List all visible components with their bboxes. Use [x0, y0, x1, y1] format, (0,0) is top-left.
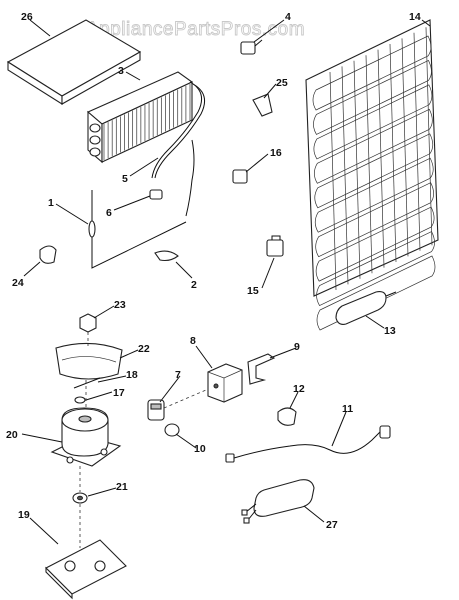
callout-24: 24 [12, 277, 24, 289]
part-27-capacitor [241, 479, 315, 524]
callout-13: 13 [384, 325, 396, 337]
part-6-fitting [149, 189, 163, 200]
part-13-drier [335, 291, 397, 325]
part-20-compressor [50, 407, 122, 467]
part-8-relay [207, 363, 243, 403]
part-12-clip [277, 407, 297, 426]
part-25-bracket [252, 93, 273, 117]
callout-1: 1 [48, 197, 54, 209]
part-10-cap [164, 423, 180, 437]
callout-2: 2 [191, 279, 197, 291]
part-18-clip [73, 377, 101, 389]
callout-9: 9 [294, 341, 300, 353]
callout-5: 5 [122, 173, 128, 185]
part-15-bracket [266, 235, 284, 257]
callout-25: 25 [276, 77, 288, 89]
callout-21: 21 [116, 481, 128, 493]
part-2-clamp [154, 250, 179, 262]
callout-8: 8 [190, 335, 196, 347]
part-1-drier [88, 190, 187, 269]
callout-6: 6 [106, 207, 112, 219]
part-17-washer [74, 396, 86, 404]
callout-14: 14 [409, 11, 421, 23]
callout-27: 27 [326, 519, 338, 531]
callout-12: 12 [293, 383, 305, 395]
callout-4: 4 [285, 11, 291, 23]
callout-16: 16 [270, 147, 282, 159]
callout-labels: 26 3 4 14 25 16 5 6 1 2 24 15 13 23 22 1… [6, 11, 421, 531]
part-5-tubing [151, 81, 206, 217]
callout-23: 23 [114, 299, 126, 311]
callout-15: 15 [247, 285, 259, 297]
part-4-clip [240, 39, 263, 55]
callout-22: 22 [138, 343, 150, 355]
part-24-grommet [39, 245, 57, 264]
leader-lines [21, 19, 431, 545]
part-19-base [45, 539, 127, 600]
part-14-evaporator [305, 19, 439, 331]
part-11-power-cord [225, 425, 391, 463]
callout-18: 18 [126, 369, 138, 381]
callout-3: 3 [118, 65, 124, 77]
callout-17: 17 [113, 387, 125, 399]
part-9-clip [247, 353, 276, 385]
part-26-insulation-pad [6, 19, 142, 105]
part-23-nut [79, 313, 97, 333]
part-21-grommet [72, 492, 88, 504]
watermark-text: AppliancePartsPros.com [86, 19, 305, 40]
callout-20: 20 [6, 429, 18, 441]
part-3-condenser [86, 71, 194, 164]
callout-19: 19 [18, 509, 30, 521]
callout-26: 26 [21, 11, 33, 23]
callout-11: 11 [342, 403, 353, 415]
part-7-overload [147, 399, 165, 421]
part-22-cover [55, 342, 123, 380]
callout-10: 10 [194, 443, 206, 455]
assembly-guides [79, 332, 207, 548]
callout-7: 7 [175, 369, 181, 381]
part-16-clip [232, 169, 248, 184]
